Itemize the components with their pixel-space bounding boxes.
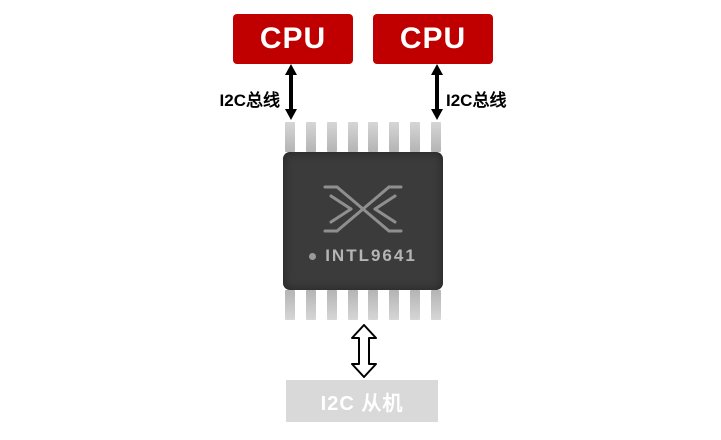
chip-pin xyxy=(285,122,295,152)
chip-pin xyxy=(305,290,316,320)
chip-pins-bottom xyxy=(285,290,441,320)
chip-pin xyxy=(368,122,379,152)
chip-pin xyxy=(326,122,337,152)
bus-arrow-right-icon xyxy=(431,64,443,120)
i2c-mux-chip: INTL9641 xyxy=(283,152,443,290)
slave-label: I2C 从机 xyxy=(320,392,404,415)
chip-logo-icon xyxy=(323,185,403,233)
chip-pin xyxy=(389,290,400,320)
bus-label-left: I2C总线 xyxy=(219,91,280,110)
cpu-box-left: CPU xyxy=(233,14,353,64)
pin1-dot xyxy=(309,252,317,260)
bus-label-right: I2C总线 xyxy=(446,91,507,110)
chip-pin xyxy=(326,290,337,320)
chip-pin xyxy=(410,290,421,320)
chip-pin xyxy=(410,122,421,152)
chip-pins-top xyxy=(285,122,441,152)
cpu-label: CPU xyxy=(399,22,467,55)
chip-pin xyxy=(430,122,441,152)
chip-pin xyxy=(285,290,295,320)
chip-pin xyxy=(347,122,358,152)
chip-pin xyxy=(430,290,441,320)
chip-part-number: INTL9641 xyxy=(325,246,417,265)
cpu-label: CPU xyxy=(259,22,327,55)
i2c-slave-box: I2C 从机 xyxy=(286,380,438,422)
cpu-box-right: CPU xyxy=(373,14,493,64)
bus-arrow-left-icon xyxy=(285,64,297,120)
chip-pin xyxy=(389,122,400,152)
slave-bus-arrow-icon xyxy=(351,324,377,378)
chip-pin xyxy=(305,122,316,152)
chip-pin xyxy=(347,290,358,320)
chip-pin xyxy=(368,290,379,320)
